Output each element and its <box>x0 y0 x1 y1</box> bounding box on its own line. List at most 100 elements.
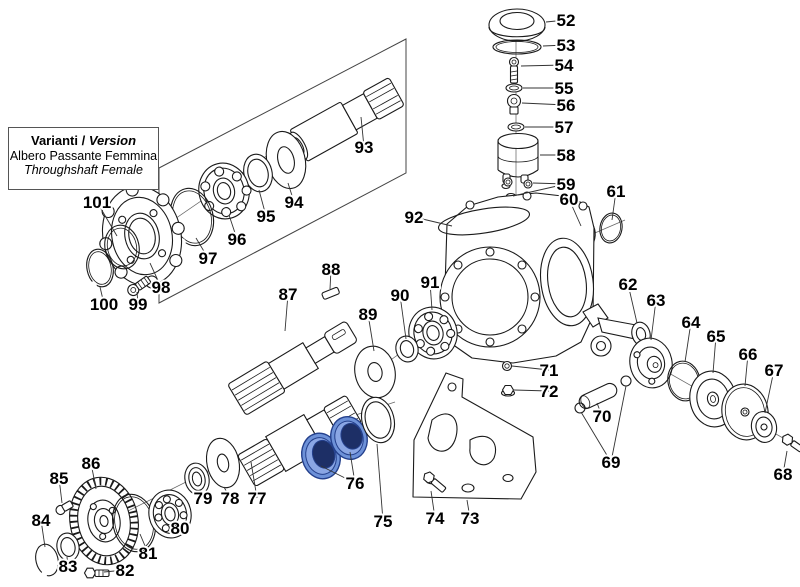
part-number-76: 76 <box>346 474 365 493</box>
part-number-101: 101 <box>83 193 111 212</box>
leader-line-64 <box>684 321 692 363</box>
part-number-73: 73 <box>461 509 480 528</box>
part-number-72: 72 <box>540 382 559 401</box>
part-88-key <box>321 286 340 300</box>
leader-line-79 <box>196 493 204 499</box>
part-57-washer <box>507 122 525 132</box>
leader-line-73 <box>466 499 471 519</box>
leader-line-68 <box>782 450 788 475</box>
part-number-58: 58 <box>557 146 576 165</box>
leader-line-80 <box>172 523 181 529</box>
part-number-81: 81 <box>139 544 158 563</box>
leader-line-93 <box>360 116 365 148</box>
part-number-68: 68 <box>774 465 793 484</box>
part-74-bolt <box>423 471 447 493</box>
part-number-74: 74 <box>426 509 445 528</box>
part-number-57: 57 <box>555 118 574 137</box>
leader-line-94 <box>287 182 295 203</box>
part-101-ring <box>104 224 140 270</box>
part-83-seal <box>56 532 80 562</box>
part-58-valve-body <box>497 132 539 190</box>
part-76-bushing-left <box>301 432 341 480</box>
part-number-86: 86 <box>82 454 101 473</box>
leader-line-62 <box>627 283 638 324</box>
leader-line-61 <box>611 190 617 221</box>
leader-line-99 <box>136 291 139 305</box>
part-number-96: 96 <box>228 230 247 249</box>
part-91-bearing <box>408 306 458 360</box>
part-number-93: 93 <box>355 138 374 157</box>
leader-line-59 <box>532 182 567 185</box>
leader-line-67 <box>764 369 775 414</box>
leader-line-69 <box>610 385 627 463</box>
part-number-55: 55 <box>555 79 574 98</box>
leader-line-56 <box>521 102 567 106</box>
variant-info-box: Varianti / Version Albero Passante Femmi… <box>8 127 159 190</box>
part-53-ring <box>492 39 542 55</box>
leader-line-91 <box>429 281 433 311</box>
variant-line-english: Throughshaft Female <box>24 163 143 177</box>
part-number-100: 100 <box>90 295 118 314</box>
leader-line-78 <box>223 486 231 499</box>
leader-line-85 <box>58 477 63 504</box>
part-number-63: 63 <box>647 291 666 310</box>
leader-line-54 <box>520 64 565 67</box>
leader-line-70 <box>596 402 603 417</box>
leader-line-84 <box>40 519 46 548</box>
leader-line-89 <box>367 313 375 352</box>
part-96-bearing <box>198 162 252 220</box>
leader-line-71 <box>511 365 550 371</box>
leader-line-86 <box>90 462 97 490</box>
part-number-78: 78 <box>221 489 240 508</box>
part-number-52: 52 <box>557 11 576 30</box>
part-92-housing <box>437 191 595 364</box>
part-73-bracket <box>412 372 537 500</box>
part-number-70: 70 <box>593 407 612 426</box>
part-98-flange-housing <box>99 183 185 289</box>
leader-line-76 <box>320 465 356 484</box>
part-95-ring <box>243 153 273 193</box>
part-number-54: 54 <box>555 56 574 75</box>
part-number-80: 80 <box>171 519 190 538</box>
leader-line-83 <box>66 556 69 567</box>
part-72-nut <box>500 384 516 397</box>
part-number-61: 61 <box>607 182 626 201</box>
part-number-60: 60 <box>560 190 579 209</box>
part-number-89: 89 <box>359 305 378 324</box>
leader-line-74 <box>430 490 436 519</box>
part-55-washer <box>505 83 523 93</box>
part-number-71: 71 <box>540 361 559 380</box>
leader-line-72 <box>513 389 550 392</box>
part-99-screw <box>127 275 152 297</box>
leader-line-87 <box>284 293 289 332</box>
leader-line-97 <box>195 237 209 259</box>
part-number-92: 92 <box>405 208 424 227</box>
part-100-snap-ring <box>86 248 114 289</box>
part-80-bearing <box>148 489 192 539</box>
leader-line-53 <box>542 44 567 47</box>
leader-line-63 <box>650 299 657 341</box>
variant-title-version: Version <box>88 133 137 148</box>
leader-line-98 <box>149 262 162 288</box>
part-number-66: 66 <box>739 345 758 364</box>
part-63-piston <box>629 337 673 389</box>
part-number-91: 91 <box>421 273 440 292</box>
part-number-98: 98 <box>152 278 171 297</box>
part-87-shaft <box>228 321 357 415</box>
leader-line-59 <box>512 183 567 197</box>
part-number-94: 94 <box>285 193 304 212</box>
part-number-87: 87 <box>279 285 298 304</box>
leader-line-75 <box>376 443 384 522</box>
part-75-ring <box>360 396 396 444</box>
part-number-77: 77 <box>248 489 267 508</box>
leader-line-69 <box>580 411 612 463</box>
leader-line-92 <box>413 216 453 227</box>
part-82-bolt <box>83 567 110 579</box>
part-number-79: 79 <box>194 489 213 508</box>
leader-line-95 <box>258 189 267 217</box>
variant-line-italian: Albero Passante Femmina <box>9 149 158 163</box>
part-number-69: 69 <box>602 453 621 472</box>
